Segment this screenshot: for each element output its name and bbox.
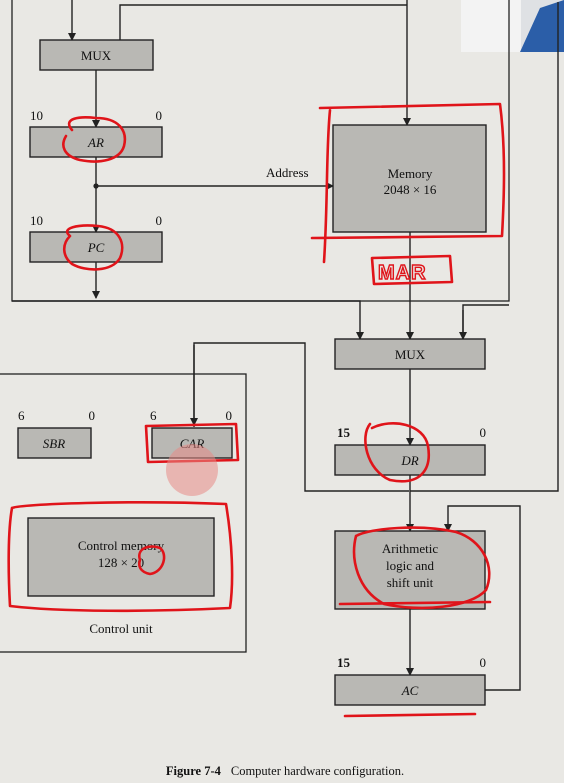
ink-text-mar: MAR — [378, 262, 427, 284]
ink-circle-alu — [352, 526, 491, 610]
dr-bit-hi: 15 — [337, 425, 351, 440]
ar-bit-hi: 10 — [30, 108, 43, 123]
address-label: Address — [266, 165, 309, 180]
mux-mid-block — [334, 338, 486, 370]
handwritten-annotations: MAR — [7, 102, 506, 718]
alu-block — [334, 530, 486, 610]
ink-box-mar — [370, 254, 454, 286]
wire-ac-feedback — [444, 505, 521, 691]
car-bit-hi: 6 — [150, 408, 157, 423]
pc-bit-lo: 0 — [156, 213, 163, 228]
alu-label-3: shift unit — [387, 575, 434, 590]
dr-register — [334, 444, 486, 476]
memory-label-1: Memory — [388, 166, 433, 181]
ac-bit-lo: 0 — [480, 655, 487, 670]
pc-bit-hi: 10 — [30, 213, 43, 228]
alu-label-1: Arithmetic — [382, 541, 439, 556]
ink-box-memory — [310, 102, 506, 264]
caption-text: Computer hardware configuration. — [231, 764, 404, 778]
mux-top-label: MUX — [81, 48, 112, 63]
cursor-highlight — [166, 444, 218, 496]
ar-register — [29, 126, 163, 158]
ac-label: AC — [401, 683, 419, 698]
ink-circle-pc — [62, 224, 124, 271]
sbr-label: SBR — [43, 436, 65, 451]
ink-box-car — [144, 422, 240, 464]
mux-mid-label: MUX — [395, 347, 426, 362]
ink-circle-20 — [138, 545, 166, 576]
dr-bit-lo: 0 — [480, 425, 487, 440]
control-memory-label-2: 128 × 20 — [98, 555, 144, 570]
ink-underline-ac — [343, 712, 477, 718]
wire-bus-to-mux-mid-left — [12, 300, 364, 340]
ink-circle-dr — [364, 422, 431, 483]
memory-label-2: 2048 × 16 — [384, 182, 437, 197]
ink-underline-alu — [338, 600, 492, 606]
control-unit-label: Control unit — [89, 621, 153, 636]
ink-circle-ar — [62, 116, 127, 163]
ac-register — [334, 674, 486, 706]
pc-label: PC — [87, 240, 105, 255]
wire-dr-feedback — [410, 2, 559, 492]
car-bit-lo: 0 — [226, 408, 233, 423]
ar-bit-lo: 0 — [156, 108, 163, 123]
control-unit-frame — [0, 373, 247, 653]
alu-label-2: logic and — [386, 558, 435, 573]
caption-figure-number: Figure 7-4 — [166, 764, 222, 778]
ar-label: AR — [87, 135, 104, 150]
ink-box-control-memory — [7, 501, 234, 613]
ac-bit-hi: 15 — [337, 655, 351, 670]
pc-register — [29, 231, 163, 263]
sbr-register — [17, 427, 92, 459]
sbr-bit-hi: 6 — [18, 408, 25, 423]
control-memory-block — [27, 517, 215, 597]
dr-label: DR — [400, 453, 418, 468]
wire-mux-top-in-right — [119, 4, 407, 40]
figure-caption: Figure 7-4 Computer hardware configuratio… — [166, 764, 404, 778]
camera-overlay — [461, 0, 564, 52]
sbr-bit-lo: 0 — [89, 408, 96, 423]
wire-mux-mid-in-right — [462, 304, 509, 339]
